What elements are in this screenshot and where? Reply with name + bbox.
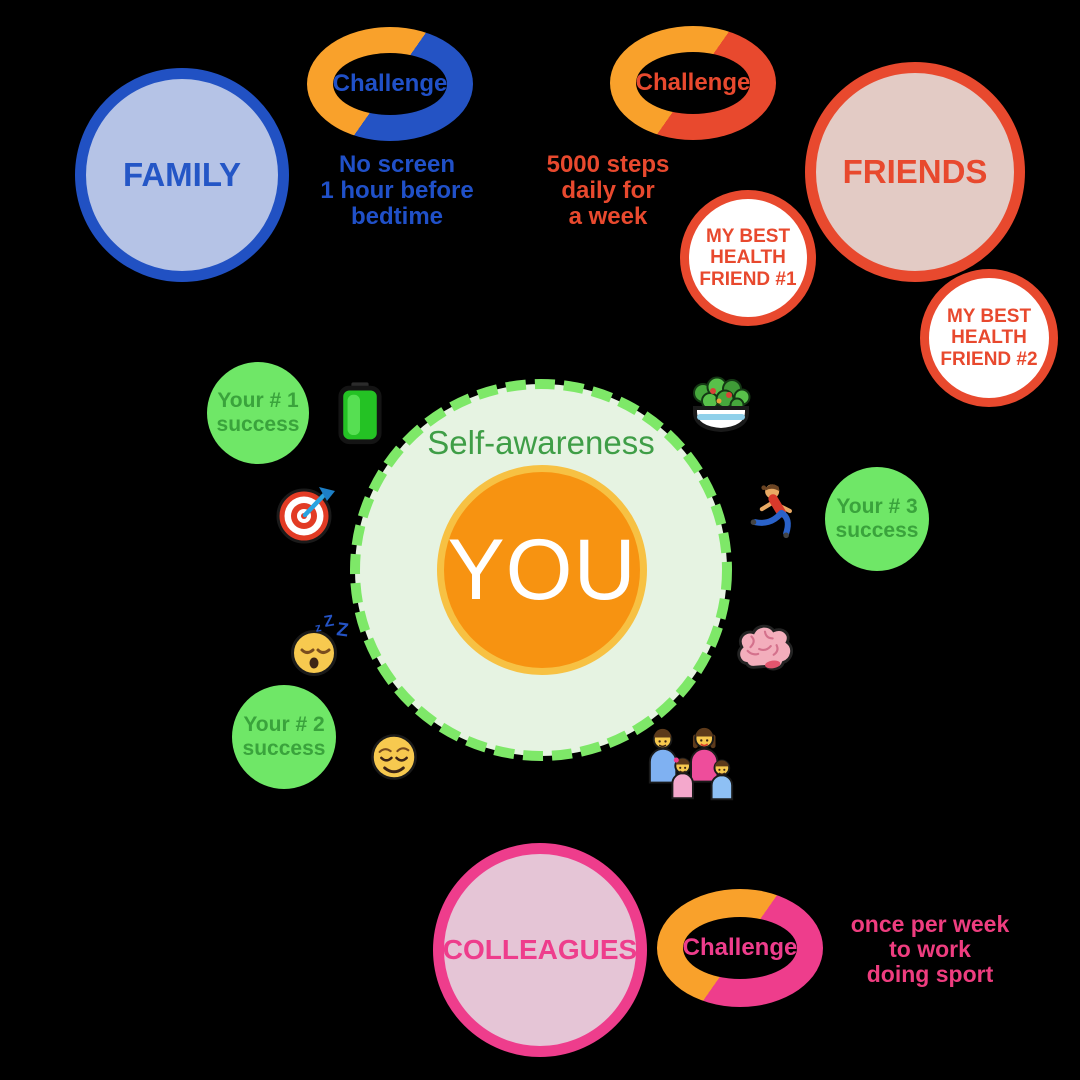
family-emoji-icon [648,727,734,801]
runner-icon [750,484,792,539]
family-challenge-badge: Challenge [307,27,473,141]
challenge-badge-label: Challenge [635,69,751,96]
brain-icon [737,624,794,671]
friends-circle: FRIENDS [805,62,1025,282]
friends-label: FRIENDS [842,153,988,190]
friends-challenge-text: 5000 steps daily for a week [546,151,670,230]
colleagues-challenge-text: once per week to work doing sport [850,911,1010,987]
family-circle: FAMILY [75,68,289,282]
family-challenge-text: No screen 1 hour before bedtime [320,151,474,230]
salad-icon [693,376,751,433]
sleeping-face-icon: z Z Z [291,612,350,676]
colleagues-challenge-badge: Challenge [657,889,823,1007]
dart-target-icon [276,487,335,544]
relieved-face-icon [371,734,417,780]
dashed-ring [350,379,732,761]
you-label: YOU [447,521,637,618]
success-3-circle: Your # 3 success [825,467,929,571]
success-1-circle: Your # 1 success [207,362,309,464]
svg-text:Z: Z [323,612,336,630]
best-health-friend-1-circle: MY BEST HEALTH FRIEND #1 [680,190,816,326]
challenge-badge-label: Challenge [332,70,448,97]
success-2-circle: Your # 2 success [232,685,336,789]
colleagues-label: COLLEAGUES [442,934,638,965]
svg-text:z: z [314,620,323,635]
you-circle: YOU [437,465,647,675]
friends-challenge-badge: Challenge [610,26,776,140]
challenge-badge-label: Challenge [682,934,798,961]
best-health-friend-2-circle: MY BEST HEALTH FRIEND #2 [920,269,1058,407]
colleagues-circle: COLLEAGUES [433,843,647,1057]
self-awareness-label: Self-awareness [427,424,655,461]
battery-icon [338,382,382,445]
family-label: FAMILY [123,156,241,193]
svg-text:Z: Z [335,619,350,641]
